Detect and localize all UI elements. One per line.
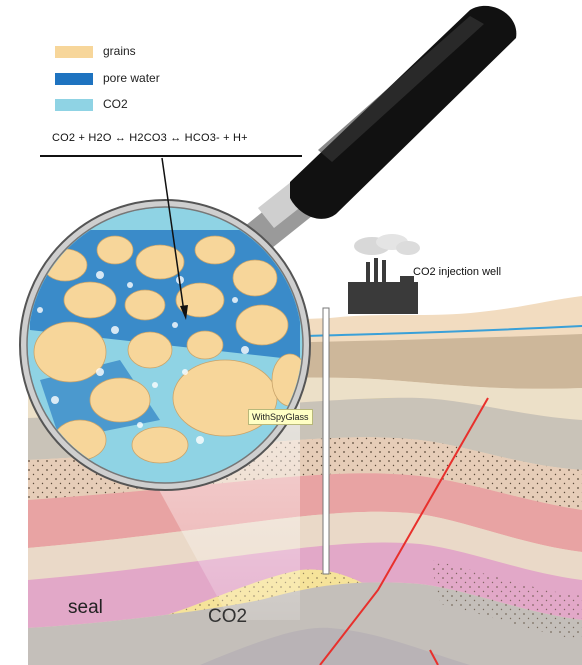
legend-item-co2: CO2 <box>55 97 215 117</box>
pointer-arrow <box>161 157 185 313</box>
legend-label-pore-water: pore water <box>103 71 160 85</box>
injection-well-label: CO2 injection well <box>413 266 502 278</box>
reservoir-co2-label: CO2 <box>208 606 248 627</box>
legend-swatch-co2 <box>55 99 93 111</box>
equation-underline <box>40 155 302 157</box>
injection-well <box>322 307 330 575</box>
legend-swatch-grains <box>55 46 93 58</box>
legend-item-grains: grains <box>55 44 215 64</box>
legend-swatch-pore-water <box>55 73 93 85</box>
legend-label-co2: CO2 <box>103 97 128 111</box>
stratum-dotted-right <box>430 560 582 640</box>
stratum-beige <box>28 511 582 580</box>
legend-item-pore-water: pore water <box>55 71 215 91</box>
legend-label-grains: grains <box>103 44 136 58</box>
fault-line-lower <box>429 649 439 665</box>
magnifier-handle <box>240 5 517 256</box>
chemical-equation: CO2 + H2O ↔ H2CO3 ↔ HCO3- + H+ <box>52 132 248 144</box>
pore-scale-view <box>28 208 302 482</box>
factory <box>348 234 420 314</box>
seal-label: seal <box>68 597 103 618</box>
fault-line <box>319 397 489 665</box>
spyglass-tooltip: WithSpyGlass <box>248 409 313 425</box>
